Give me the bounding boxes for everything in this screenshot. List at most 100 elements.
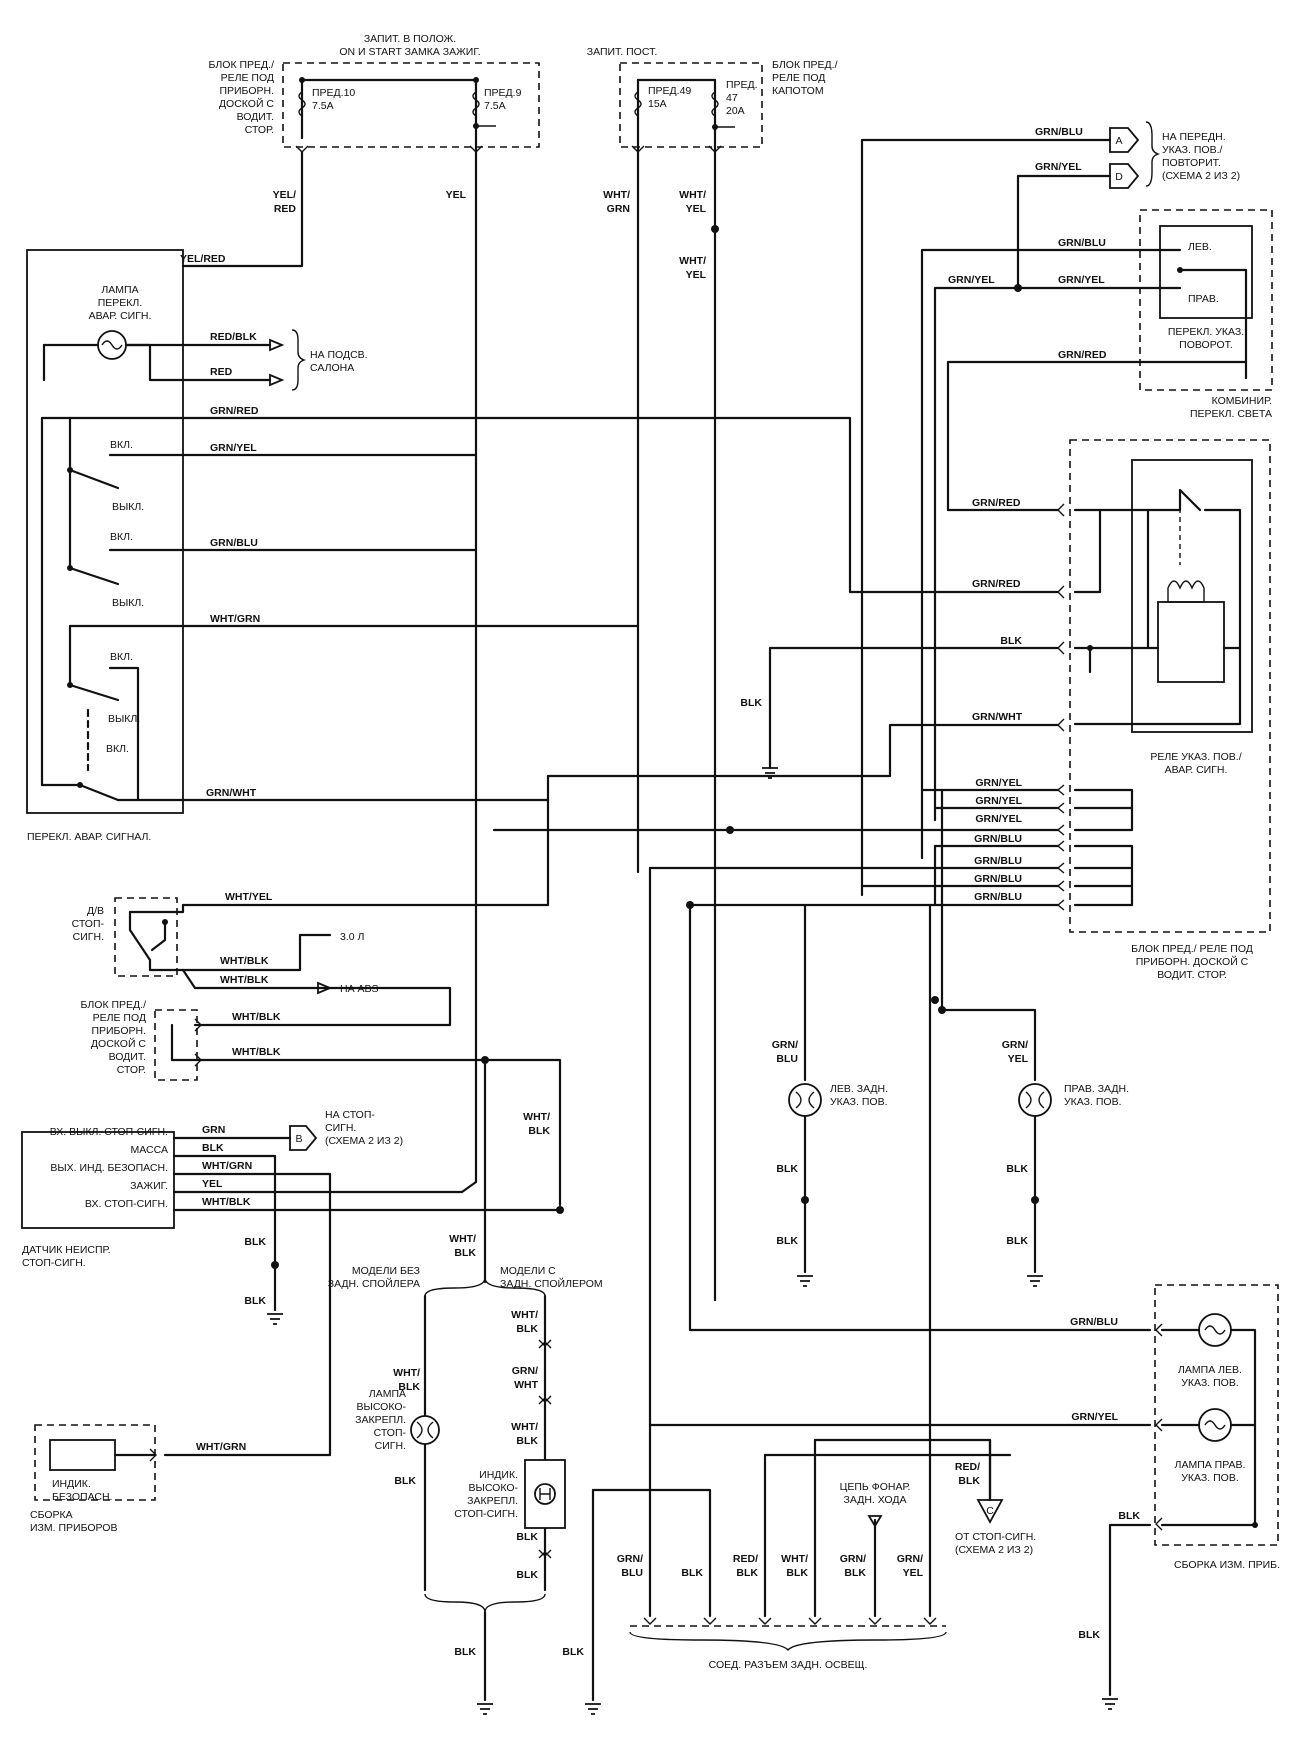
wire-label: WHT/BLK	[220, 955, 269, 967]
wire-label: WHT/BLK	[232, 1046, 281, 1058]
wire-grn-yel-cluster	[648, 866, 1152, 1427]
brake-block-label: РЕЛЕ ПОД	[93, 1012, 146, 1024]
connector-chevron	[1057, 641, 1065, 655]
turn-switch-label: ПОВОРОТ.	[1179, 339, 1233, 351]
wire-label: WHT	[514, 1379, 538, 1391]
stop-lamp-label: СИГН.	[375, 1440, 406, 1452]
indicator-label: ИНДИК.	[52, 1478, 91, 1490]
indicator-label: БЕЗОПАСН.	[52, 1491, 112, 1503]
switch-blade	[68, 683, 120, 702]
hazard-switch-box	[26, 249, 184, 814]
connector-c-icon	[976, 1499, 1004, 1524]
rear-left-lamp-label: УКАЗ. ПОВ.	[830, 1096, 887, 1108]
block-label: ДОСКОЙ С	[219, 97, 274, 110]
turn-left-label: ЛЕВ.	[1188, 241, 1212, 253]
relay-coil-icon	[1167, 580, 1205, 603]
switch-blade	[78, 783, 120, 802]
arrow-red	[269, 373, 285, 387]
bus-block: GRN/YEL GRN/YEL GRN/YEL GRN/BLU GRN/BLU …	[492, 777, 1253, 981]
fuse10-icon	[298, 91, 306, 117]
wire-grn-yel-rear-r	[940, 1008, 1037, 1082]
wire-label: GRN/	[772, 1039, 798, 1051]
flasher-relay: GRN/RED GRN/RED BLK BLK GRN/WHT РЕЛЕ УКА…	[740, 439, 1271, 933]
wire-label: YEL	[446, 189, 467, 201]
switch-on-label: ВКЛ.	[110, 651, 133, 663]
cluster-right-lamp-label: ЛАМПА ПРАВ.	[1175, 1459, 1246, 1471]
brake-sensor: ВХ. ВЫКЛ. СТОП-СИГН. МАССА ВЫХ. ИНД. БЕЗ…	[21, 1109, 564, 1457]
rear-right-lamp-icon	[1018, 1083, 1052, 1117]
wire-label: BLK	[244, 1236, 266, 1248]
cluster-right-title: СБОРКА ИЗМ. ПРИБ.	[1174, 1559, 1280, 1571]
brake-internal	[128, 910, 185, 972]
switch-on-label: ВКЛ.	[106, 743, 129, 755]
brake-switch-box	[114, 897, 178, 977]
ground-icon	[762, 767, 778, 779]
wire-label: BLK	[516, 1569, 538, 1581]
relay-title: РЕЛЕ УКАЗ. ПОВ./	[1150, 751, 1241, 763]
hmsl-indicator-icon	[534, 1483, 556, 1505]
brake-block-label: ВОДИТ.	[109, 1051, 146, 1063]
rear-turn-lamps: GRN/ BLU ЛЕВ. ЗАДН. УКАЗ. ПОВ. BLK BLK G…	[772, 788, 1129, 1287]
wire-blk-sensor	[172, 1154, 277, 1312]
wire-label: BLU	[776, 1053, 798, 1065]
fuse9-icon	[472, 91, 480, 117]
cluster-lamp-filament	[1204, 1420, 1226, 1430]
fuse47-label: 20A	[726, 105, 745, 117]
sensor-row-label: ВХ. ВЫКЛ. СТОП-СИГН.	[50, 1126, 168, 1138]
block-label: РЕЛЕ ПОД	[221, 72, 274, 84]
brake-block-internal	[170, 1023, 199, 1062]
connector-chevron	[1056, 784, 1065, 911]
wire-label: YEL	[686, 269, 707, 281]
cluster-right: GRN/BLU GRN/YEL ЛАМПА ЛЕВ. УКАЗ. ПОВ. ЛА…	[648, 866, 1280, 1710]
interior-light-label: НА ПОДСВ.	[310, 349, 368, 361]
sensor-row-label: ВЫХ. ИНД. БЕЗОПАСН.	[50, 1162, 168, 1174]
brake-switch-label: СИГН.	[73, 931, 104, 943]
fuse9-label: 7.5A	[484, 100, 506, 112]
wire-label: GRN/YEL	[948, 274, 995, 286]
wire-label: GRN/RED	[972, 497, 1021, 509]
wire-label: YEL	[686, 203, 707, 215]
connector-mark	[538, 1549, 552, 1559]
switch-on-label: ВКЛ.	[110, 531, 133, 543]
wire-label: BLK	[776, 1235, 798, 1247]
splice-dot	[271, 1261, 279, 1269]
hazard-output-wires	[181, 416, 1060, 802]
cluster-left-title: ИЗМ. ПРИБОРОВ	[30, 1522, 117, 1534]
to-stop-label: (СХЕМА 2 ИЗ 2)	[325, 1135, 403, 1147]
wire-label: WHT/	[679, 255, 706, 267]
bracket	[291, 329, 307, 391]
bus-block-label: БЛОК ПРЕД./ РЕЛЕ ПОД	[1131, 943, 1253, 955]
rear-left-lamp-icon	[788, 1083, 822, 1117]
wire-grn-blu-sw	[920, 248, 1182, 860]
interior-light-label: САЛОНА	[310, 362, 354, 374]
wire-label: GRN/BLU	[1058, 237, 1106, 249]
hazard-switch: ЛАМПА ПЕРЕКЛ. АВАР. СИГН. RED/BLK RED НА…	[26, 249, 368, 843]
splice-dot	[1252, 1522, 1258, 1528]
wire-label: WHT/GRN	[196, 1441, 246, 1453]
block-label: ВОДИТ.	[237, 111, 274, 123]
wire-wht-blk-4	[195, 1058, 562, 1207]
wire-label: YEL/RED	[180, 253, 226, 265]
hmsl-indicator-filament	[539, 1488, 551, 1500]
wire-label: BLK	[1118, 1510, 1140, 1522]
ground-icon	[477, 1703, 493, 1715]
stop-lamp-label: СТОП-	[374, 1427, 407, 1439]
bus-internal	[1073, 844, 1134, 907]
relay-internal	[1203, 508, 1242, 650]
bracket	[424, 1593, 546, 1613]
turn-switch-label: ПЕРЕКЛ. УКАЗ.	[1168, 326, 1244, 338]
wire-label: BLK	[958, 1475, 980, 1487]
switch-blade	[68, 566, 120, 586]
wire-label: GRN/WHT	[206, 787, 257, 799]
wire-label: BLK	[776, 1163, 798, 1175]
cluster-left-lamp-label: ЛАМПА ЛЕВ.	[1178, 1364, 1242, 1376]
fuse47-label: ПРЕД.	[726, 79, 758, 91]
sensor-wire-label: YEL	[202, 1178, 223, 1190]
splice-dot	[711, 225, 719, 233]
wire-label: BLK	[562, 1646, 584, 1658]
sensor-box	[21, 1131, 175, 1229]
brake-block-label: ПРИБОРН.	[91, 1025, 146, 1037]
wire-grn-yel-sw	[933, 286, 1182, 822]
wire-label: WHT/BLK	[232, 1011, 281, 1023]
connector-mark	[538, 1339, 552, 1349]
